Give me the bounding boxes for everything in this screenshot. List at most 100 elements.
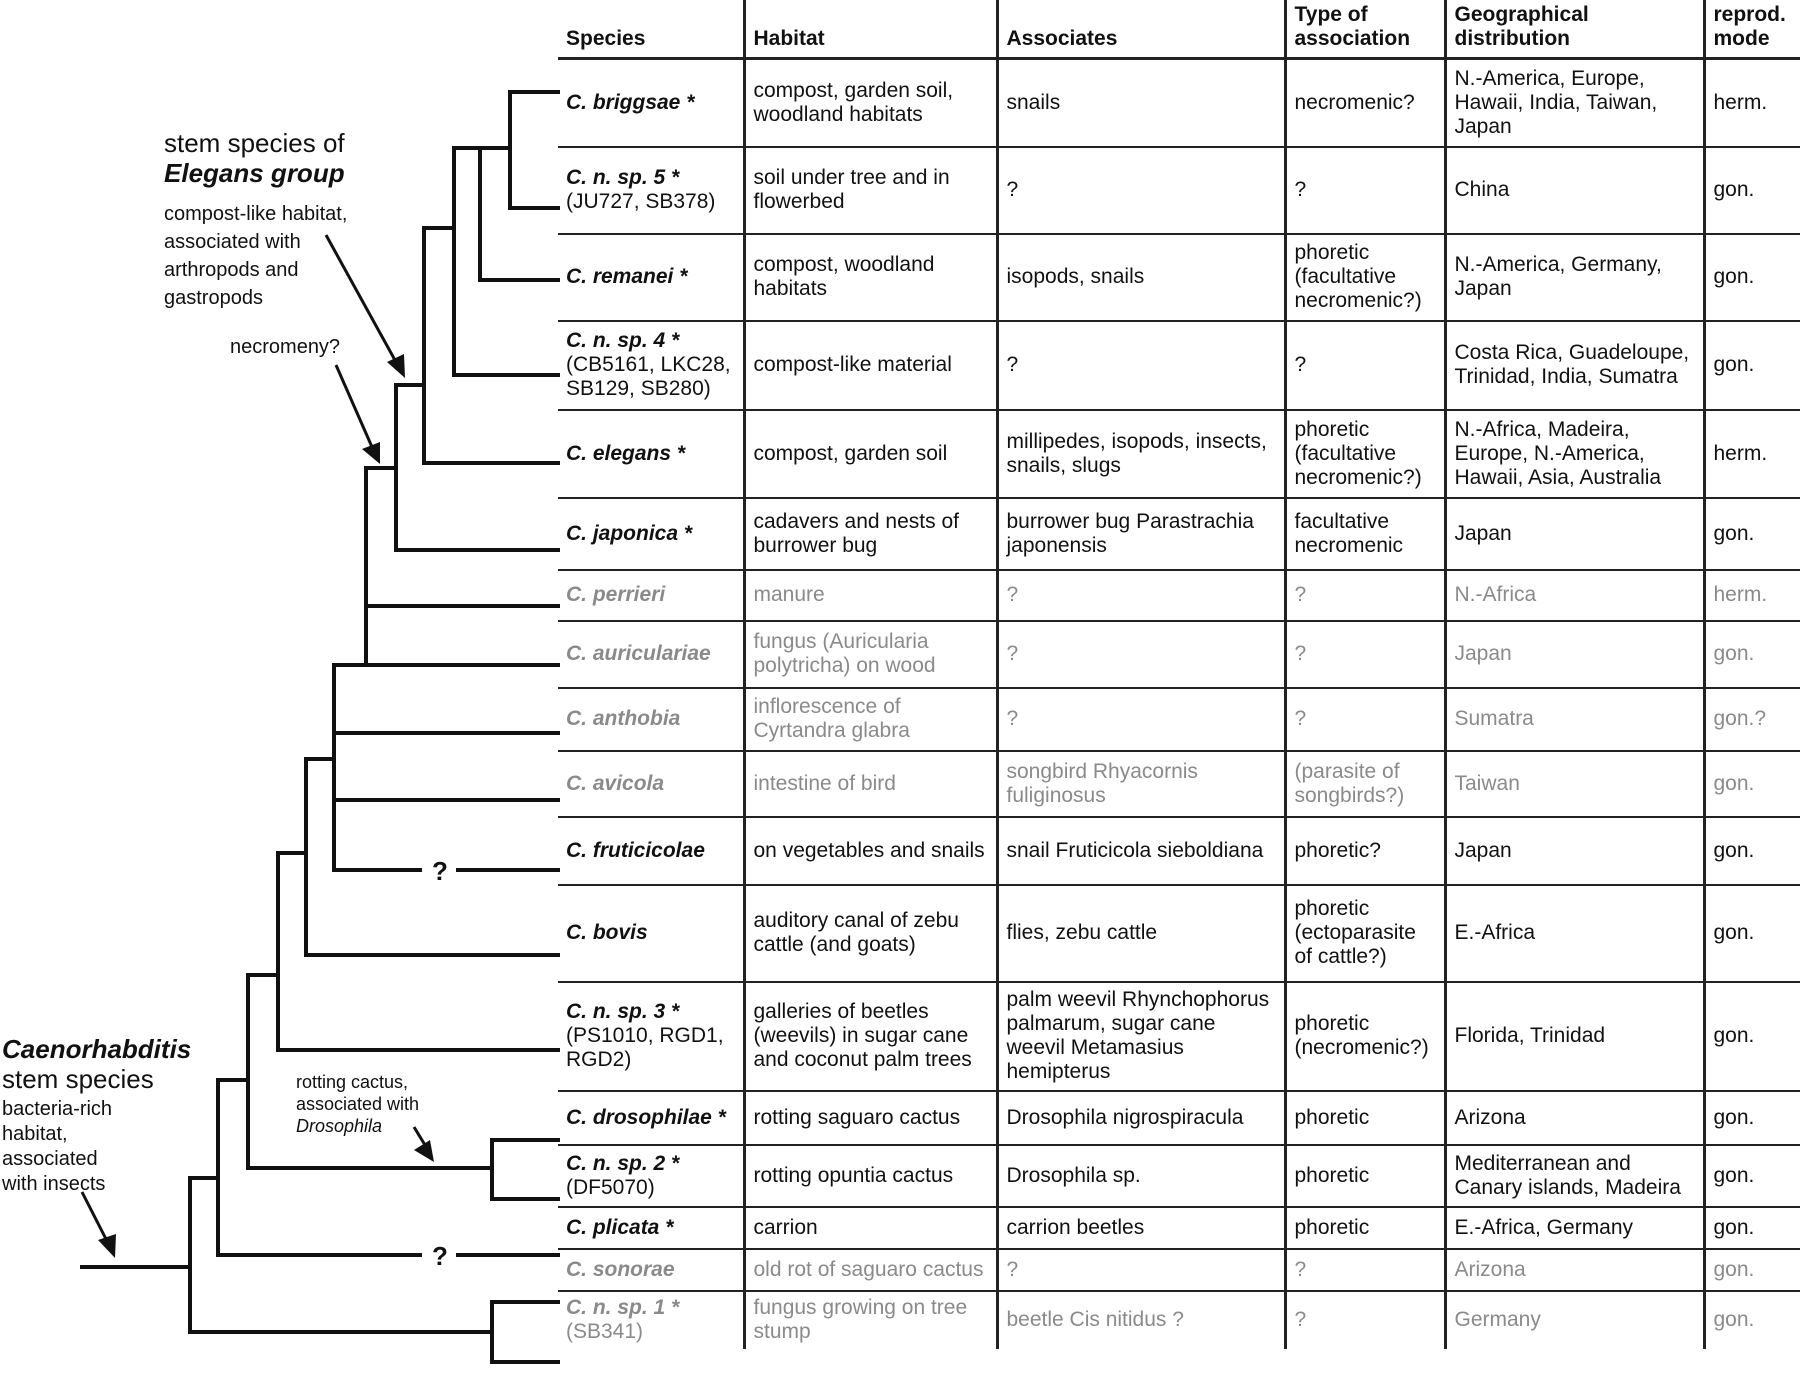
table-row: C. n. sp. 5 *(JU727, SB378)soil under tr… xyxy=(558,145,1800,234)
table-body: C. briggsae *compost, garden soil, woodl… xyxy=(558,57,1800,1349)
species-strains: (JU727, SB378) xyxy=(566,190,716,213)
cell-associates: palm weevil Rhynchophorus palmarum, suga… xyxy=(995,980,1285,1091)
cell-habitat: compost-like material xyxy=(742,319,997,410)
arrow-root-line xyxy=(80,1191,110,1244)
species-name: C. plicata * xyxy=(566,1215,674,1239)
arrow-cactus-line xyxy=(412,1126,427,1146)
cell-species: C. perrieri xyxy=(558,568,744,621)
cell-association: facultative necromenic xyxy=(1283,496,1445,570)
necromeny-label: necromeny? xyxy=(230,336,341,358)
cell-species: C. anthobia xyxy=(558,686,744,751)
table-row: C. n. sp. 3 *(PS1010, RGD1, RGD2)galleri… xyxy=(558,980,1800,1091)
cell-association: phoretic xyxy=(1283,1143,1445,1207)
species-name: C. n. sp. 5 * xyxy=(566,166,680,189)
table-row: C. n. sp. 4 *(CB5161, LKC28, SB129, SB28… xyxy=(558,319,1800,410)
species-strains: (DF5070) xyxy=(566,1175,655,1199)
stem-desc-line-1: compost-like habitat, xyxy=(164,203,348,225)
cell-habitat: on vegetables and snails xyxy=(742,815,997,885)
species-name: C. briggsae * xyxy=(566,90,695,114)
cell-association: phoretic (ectoparasite of cattle?) xyxy=(1283,883,1445,982)
species-strains: (CB5161, LKC28, SB129, SB280) xyxy=(566,353,731,400)
cell-distribution: Japan xyxy=(1443,619,1704,688)
cell-mode: gon. xyxy=(1702,1205,1800,1249)
root-desc-line-3: associated xyxy=(2,1148,98,1170)
root-title-line-2: stem species xyxy=(2,1064,154,1094)
cell-association: phoretic (necromenic?) xyxy=(1283,980,1445,1091)
cell-habitat: old rot of saguaro cactus xyxy=(742,1247,997,1291)
cell-mode: gon. xyxy=(1702,815,1800,885)
cell-association: (parasite of songbirds?) xyxy=(1283,749,1445,817)
cell-associates: songbird Rhyacornis fuliginosus xyxy=(995,749,1285,817)
cell-associates: snails xyxy=(995,57,1285,147)
cell-distribution: N.-Africa xyxy=(1443,568,1704,621)
col-header-habitat: Habitat xyxy=(742,0,997,60)
cell-habitat: manure xyxy=(742,568,997,621)
cell-associates: ? xyxy=(995,319,1285,410)
table-row: C. n. sp. 1 *(SB341)fungus growing on tr… xyxy=(558,1289,1800,1349)
species-name: C. elegans * xyxy=(566,441,686,465)
cell-association: phoretic xyxy=(1283,1205,1445,1249)
cell-species: C. avicola xyxy=(558,749,744,817)
arrow-root-head xyxy=(98,1234,116,1258)
cell-association: phoretic (facultative necromenic?) xyxy=(1283,408,1445,498)
cell-mode: herm. xyxy=(1702,568,1800,621)
cell-distribution: Arizona xyxy=(1443,1089,1704,1145)
cell-distribution: Sumatra xyxy=(1443,686,1704,751)
col-header-species: Species xyxy=(558,0,744,60)
arrow-stem-head xyxy=(387,354,405,378)
species-table: Species Habitat Associates Type of assoc… xyxy=(558,0,1800,1349)
cell-mode: gon. xyxy=(1702,232,1800,321)
cell-mode: gon. xyxy=(1702,145,1800,234)
cell-species: C. n. sp. 1 *(SB341) xyxy=(558,1289,744,1349)
cell-distribution: Taiwan xyxy=(1443,749,1704,817)
cell-mode: gon. xyxy=(1702,496,1800,570)
cell-mode: gon. xyxy=(1702,319,1800,410)
cell-associates: ? xyxy=(995,686,1285,751)
cell-mode: gon. xyxy=(1702,1089,1800,1145)
cell-species: C. auriculariae xyxy=(558,619,744,688)
cell-association: ? xyxy=(1283,1247,1445,1291)
cell-distribution: Mediterranean and Canary islands, Madeir… xyxy=(1443,1143,1704,1207)
cell-habitat: intestine of bird xyxy=(742,749,997,817)
cactus-line-1: rotting cactus, xyxy=(296,1072,409,1092)
cell-associates: ? xyxy=(995,145,1285,234)
cactus-line-3: Drosophila xyxy=(296,1116,383,1136)
species-name: C. n. sp. 1 * xyxy=(566,1296,680,1319)
stem-elegans-group-title: stem species of Elegans group xyxy=(164,128,345,188)
species-name: C. avicola xyxy=(566,771,665,795)
cell-species: C. elegans * xyxy=(558,408,744,498)
species-name: C. remanei * xyxy=(566,265,688,288)
cell-association: phoretic (facultative necromenic?) xyxy=(1283,232,1445,321)
root-desc-line-2: habitat, xyxy=(2,1123,68,1145)
root-stem-species-description: bacteria-rich habitat, associated with i… xyxy=(2,1097,112,1197)
stem-desc-line-3: arthropods and xyxy=(164,259,299,281)
cell-associates: carrion beetles xyxy=(995,1205,1285,1249)
table-header-row: Species Habitat Associates Type of assoc… xyxy=(558,0,1800,60)
cell-association: ? xyxy=(1283,319,1445,410)
cell-association: ? xyxy=(1283,145,1445,234)
cell-distribution: Costa Rica, Guadeloupe, Trinidad, India,… xyxy=(1443,319,1704,410)
species-name: C. n. sp. 4 * xyxy=(566,329,680,352)
cell-species: C. briggsae * xyxy=(558,57,744,147)
cell-associates: flies, zebu cattle xyxy=(995,883,1285,982)
species-name: C. japonica * xyxy=(566,521,693,545)
cactus-annotation: rotting cactus, associated with Drosophi… xyxy=(296,1071,419,1137)
arrow-cactus-head xyxy=(414,1140,434,1162)
species-name: C. bovis xyxy=(566,921,648,944)
cell-distribution: China xyxy=(1443,145,1704,234)
species-strains: (SB341) xyxy=(566,1320,644,1343)
cell-distribution: Japan xyxy=(1443,496,1704,570)
cell-species: C. remanei * xyxy=(558,232,744,321)
cell-distribution: Arizona xyxy=(1443,1247,1704,1291)
cell-distribution: Japan xyxy=(1443,815,1704,885)
species-name: C. drosophilae * xyxy=(566,1105,726,1129)
cell-species: C. n. sp. 3 *(PS1010, RGD1, RGD2) xyxy=(558,980,744,1091)
cell-associates: ? xyxy=(995,619,1285,688)
cell-habitat: compost, garden soil xyxy=(742,408,997,498)
cell-associates: snail Fruticicola sieboldiana xyxy=(995,815,1285,885)
species-name: C. anthobia xyxy=(566,707,681,730)
